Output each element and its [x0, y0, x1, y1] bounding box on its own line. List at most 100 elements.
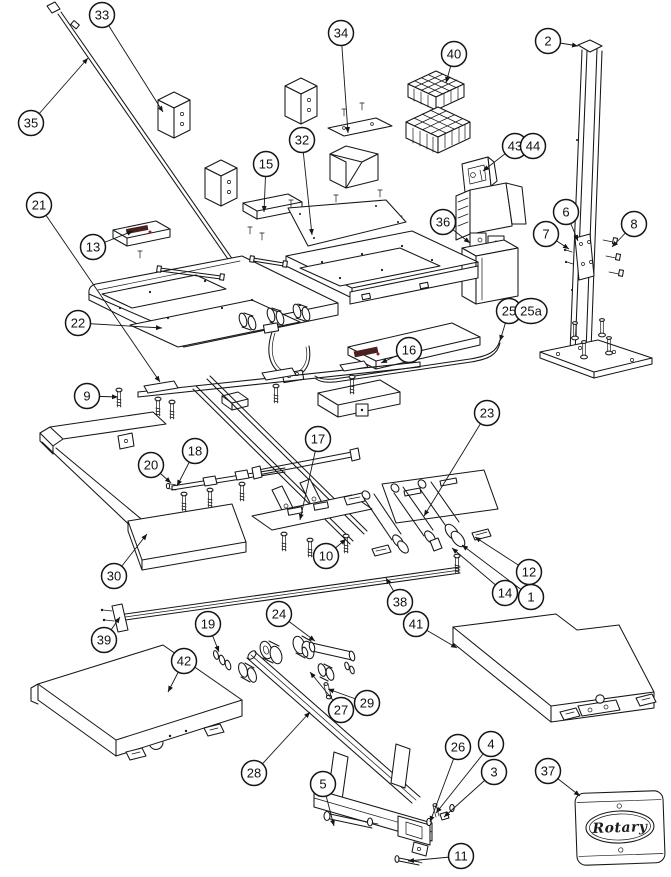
balloon-circle-32[interactable] — [288, 126, 316, 154]
balloon-26[interactable]: 26 — [444, 733, 472, 761]
balloon-37[interactable]: 37 — [534, 757, 562, 785]
balloon-circle-15[interactable] — [252, 150, 280, 178]
balloon-number-11: 11 — [454, 849, 468, 864]
balloon-4[interactable]: 4 — [477, 730, 505, 758]
balloon-11[interactable]: 11 — [447, 842, 475, 870]
balloon-circle-19[interactable] — [194, 610, 222, 638]
balloon-44[interactable]: 44 — [519, 132, 547, 160]
balloon-40[interactable]: 40 — [440, 40, 468, 68]
balloon-number-40: 40 — [447, 47, 461, 62]
balloon-10[interactable]: 10 — [312, 542, 340, 570]
balloon-circle-25a[interactable] — [514, 297, 548, 325]
balloon-39[interactable]: 39 — [90, 626, 118, 654]
balloon-32[interactable]: 32 — [288, 126, 316, 154]
leader-line-23 — [423, 412, 488, 517]
balloon-circle-7[interactable] — [532, 220, 560, 248]
balloon-23[interactable]: 23 — [473, 399, 501, 427]
balloon-6[interactable]: 6 — [552, 198, 580, 226]
balloon-7[interactable]: 7 — [532, 220, 560, 248]
balloon-20[interactable]: 20 — [137, 451, 165, 479]
balloon-circle-29[interactable] — [353, 689, 381, 717]
balloon-circle-35[interactable] — [17, 109, 45, 137]
rear-cover-left — [30, 644, 243, 761]
balloon-22[interactable]: 22 — [64, 309, 92, 337]
balloon-circle-20[interactable] — [137, 451, 165, 479]
balloon-circle-26[interactable] — [444, 733, 472, 761]
balloon-circle-10[interactable] — [312, 542, 340, 570]
balloon-circle-9[interactable] — [73, 382, 101, 410]
balloon-34[interactable]: 34 — [327, 19, 355, 47]
balloon-circle-16[interactable] — [395, 336, 423, 364]
balloon-43[interactable]: 43 — [501, 132, 529, 160]
balloon-circle-24[interactable] — [265, 600, 293, 628]
balloon-circle-18[interactable] — [181, 437, 209, 465]
balloon-circle-23[interactable] — [473, 399, 501, 427]
balloon-13[interactable]: 13 — [79, 233, 107, 261]
balloon-circle-13[interactable] — [79, 233, 107, 261]
balloon-35[interactable]: 35 — [17, 109, 45, 137]
balloon-circle-6[interactable] — [552, 198, 580, 226]
balloon-circle-41[interactable] — [402, 610, 430, 638]
balloon-circle-3[interactable] — [480, 758, 508, 786]
balloon-circle-22[interactable] — [64, 309, 92, 337]
balloon-2[interactable]: 2 — [534, 27, 562, 55]
balloon-circle-28[interactable] — [240, 759, 268, 787]
balloon-9[interactable]: 9 — [73, 382, 101, 410]
balloon-circle-5[interactable] — [309, 770, 337, 798]
balloon-circle-12[interactable] — [515, 558, 543, 586]
roller-pin-cluster — [212, 635, 356, 700]
balloon-15[interactable]: 15 — [252, 150, 280, 178]
balloon-27[interactable]: 27 — [327, 696, 355, 724]
balloon-41[interactable]: 41 — [402, 610, 430, 638]
balloon-30[interactable]: 30 — [100, 562, 128, 590]
balloon-circle-39[interactable] — [90, 626, 118, 654]
balloon-circle-14[interactable] — [491, 579, 519, 607]
balloon-17[interactable]: 17 — [304, 425, 332, 453]
balloon-18[interactable]: 18 — [181, 437, 209, 465]
leader-line-1 — [461, 544, 532, 598]
balloon-circle-17[interactable] — [304, 425, 332, 453]
balloon-circle-27[interactable] — [327, 696, 355, 724]
balloon-circle-4[interactable] — [477, 730, 505, 758]
balloon-14[interactable]: 14 — [491, 579, 519, 607]
balloon-circle-44[interactable] — [519, 132, 547, 160]
balloon-29[interactable]: 29 — [353, 689, 381, 717]
cover-plate-32 — [287, 189, 407, 247]
balloon-circle-2[interactable] — [534, 27, 562, 55]
balloon-3[interactable]: 3 — [480, 758, 508, 786]
balloon-16[interactable]: 16 — [395, 336, 423, 364]
balloon-1[interactable]: 1 — [517, 583, 545, 611]
leader-line-22 — [77, 322, 163, 331]
balloon-circle-33[interactable] — [88, 1, 116, 29]
balloon-number-16: 16 — [402, 343, 416, 358]
balloon-circle-36[interactable] — [429, 208, 457, 236]
balloon-circle-38[interactable] — [386, 588, 414, 616]
balloon-8[interactable]: 8 — [620, 210, 648, 238]
hydraulic-cylinder-3 — [417, 479, 466, 548]
balloon-circle-40[interactable] — [440, 40, 468, 68]
balloon-5[interactable]: 5 — [309, 770, 337, 798]
ramp-13-label-dot — [148, 230, 152, 234]
balloon-28[interactable]: 28 — [240, 759, 268, 787]
balloon-circle-8[interactable] — [620, 210, 648, 238]
balloon-number-29: 29 — [360, 696, 374, 711]
balloon-circle-21[interactable] — [25, 191, 53, 219]
balloon-circle-42[interactable] — [170, 647, 198, 675]
balloon-25a[interactable]: 25a — [514, 297, 548, 325]
bolt-5 — [323, 810, 379, 829]
balloon-38[interactable]: 38 — [386, 588, 414, 616]
balloon-42[interactable]: 42 — [170, 647, 198, 675]
balloon-circle-34[interactable] — [327, 19, 355, 47]
balloon-12[interactable]: 12 — [515, 558, 543, 586]
balloon-number-7: 7 — [542, 227, 549, 242]
balloon-36[interactable]: 36 — [429, 208, 457, 236]
balloon-circle-37[interactable] — [534, 757, 562, 785]
balloon-number-18: 18 — [188, 444, 202, 459]
balloon-circle-30[interactable] — [100, 562, 128, 590]
balloon-19[interactable]: 19 — [194, 610, 222, 638]
balloon-24[interactable]: 24 — [265, 600, 293, 628]
balloon-number-25a: 25a — [520, 304, 542, 319]
balloon-21[interactable]: 21 — [25, 191, 53, 219]
balloon-33[interactable]: 33 — [88, 1, 116, 29]
balloon-circle-11[interactable] — [447, 842, 475, 870]
